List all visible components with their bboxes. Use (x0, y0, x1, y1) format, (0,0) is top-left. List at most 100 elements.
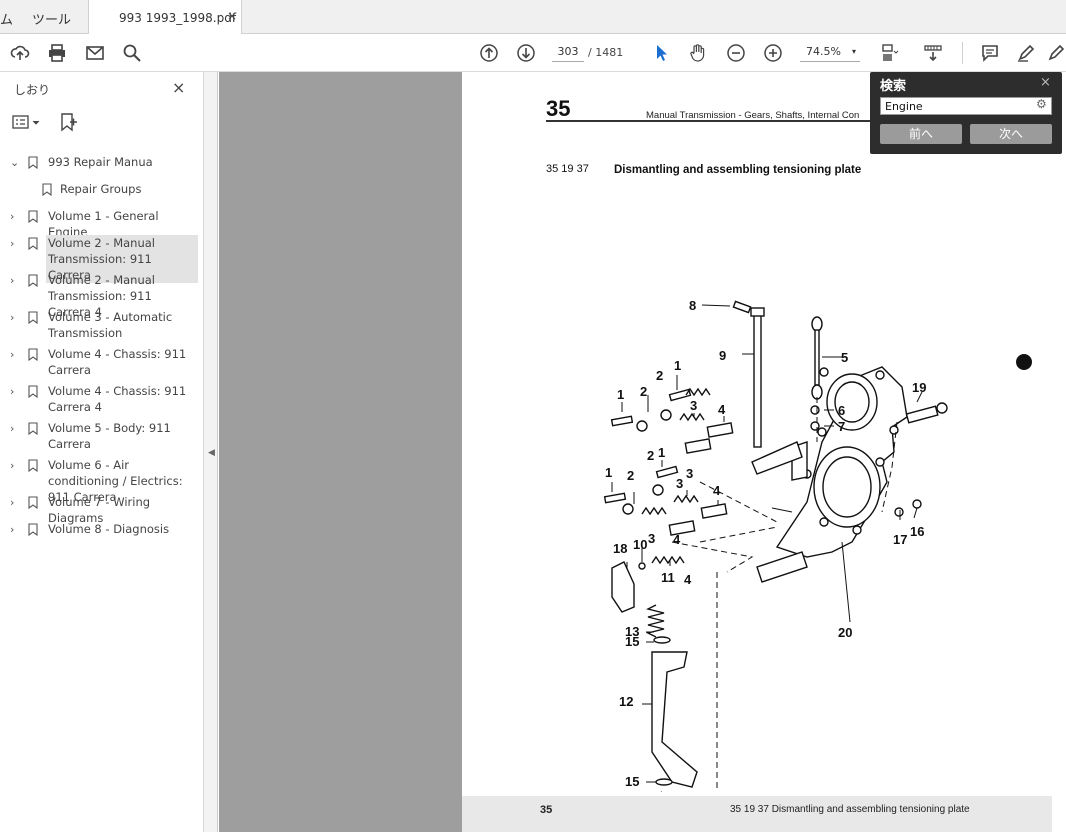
menu-tools[interactable]: ツール (32, 13, 72, 28)
part-callout-label: 1 (674, 358, 681, 373)
bookmark-icon (28, 459, 38, 472)
mail-icon[interactable] (84, 42, 106, 64)
menu-home[interactable]: ム (0, 13, 14, 28)
part-callout-label: 15 (625, 634, 639, 649)
part-callout-label: 2 (656, 368, 663, 383)
toolbar-divider (962, 42, 963, 64)
search-panel-title: 検索 (880, 79, 907, 94)
part-callout-label: 3 (648, 531, 655, 546)
chevron-right-icon[interactable]: › (10, 210, 15, 223)
close-icon[interactable]: × (1040, 75, 1051, 90)
print-icon[interactable] (46, 42, 68, 64)
comment-icon[interactable] (979, 42, 1001, 64)
part-callout-label: 9 (719, 348, 726, 363)
bookmark-icon (28, 422, 38, 435)
bookmark-icon (28, 348, 38, 361)
bookmark-label: Volume 2 - Manual Transmission: 911 Carr… (48, 273, 155, 319)
fit-page-icon[interactable] (878, 42, 900, 64)
footer-section-text: 35 19 37 Dismantling and assembling tens… (730, 804, 970, 815)
part-callout-label: 2 (640, 384, 647, 399)
chevron-right-icon[interactable]: › (10, 311, 15, 324)
tab-bar: ム ツール 993 1993_1998.pdf × (0, 0, 1066, 34)
pdf-page: 35 Manual Transmission - Gears, Shafts, … (462, 72, 1066, 832)
part-callout-label: 1 (658, 445, 665, 460)
chevron-down-icon[interactable]: ⌄ (10, 156, 20, 169)
next-result-button[interactable]: 次へ (970, 124, 1052, 144)
scroll-mode-icon[interactable] (922, 42, 944, 64)
select-cursor-icon[interactable] (650, 42, 672, 64)
bookmark-label: Volume 8 - Diagnosis (48, 522, 170, 536)
highlight-pen-icon[interactable] (1015, 42, 1037, 64)
hand-tool-icon[interactable] (687, 42, 709, 64)
bookmark-label: Volume 3 - Automatic Transmission (48, 310, 173, 340)
part-callout-label: 3 (690, 398, 697, 413)
page-footer: 35 35 19 37 Dismantling and assembling t… (462, 796, 1052, 832)
document-viewport[interactable]: 35 Manual Transmission - Gears, Shafts, … (219, 72, 1066, 832)
chevron-right-icon[interactable]: › (10, 237, 15, 250)
page-header-text: Manual Transmission - Gears, Shafts, Int… (646, 110, 860, 121)
chevron-right-icon[interactable]: › (10, 459, 15, 472)
bookmark-icon (28, 311, 38, 324)
bookmark-icon (28, 496, 38, 509)
bookmark-label: 993 Repair Manua (48, 155, 153, 169)
chevron-right-icon[interactable]: › (10, 385, 15, 398)
zoom-level-select[interactable]: 74.5% ▾ (800, 42, 860, 62)
bookmark-icon (42, 183, 52, 196)
part-callout-label: 20 (838, 625, 852, 640)
toolbar: 303 / 1481 74.5% ▾ (0, 34, 1066, 72)
add-bookmark-icon[interactable] (58, 112, 78, 132)
section-number: 35 19 37 (546, 163, 589, 175)
part-callout-label: 16 (910, 524, 924, 539)
sign-pen-icon[interactable] (1045, 42, 1066, 64)
bookmark-label: Volume 6 - Air conditioning / Electrics:… (48, 458, 183, 504)
document-tab-title: 993 1993_1998.pdf (119, 11, 237, 25)
page-number-input[interactable]: 303 (552, 42, 584, 62)
footer-group-number: 35 (540, 804, 553, 816)
bookmark-label: Volume 2 - Manual Transmission: 911 Carr… (46, 235, 198, 283)
document-tab-close-icon[interactable]: × (227, 9, 238, 23)
part-callout-label: 2 (627, 468, 634, 483)
part-callout-label: 5 (841, 350, 848, 365)
chevron-right-icon[interactable]: › (10, 422, 15, 435)
part-callout-label: 6 (838, 403, 845, 418)
chevron-right-icon[interactable]: › (10, 496, 15, 509)
search-icon[interactable] (121, 42, 143, 64)
close-icon[interactable]: × (172, 78, 186, 97)
part-callout-label: 18 (613, 541, 627, 556)
part-callout-label: 3 (686, 466, 693, 481)
zoom-out-icon[interactable] (725, 42, 747, 64)
chevron-right-icon[interactable]: › (10, 348, 15, 361)
bookmark-options-icon[interactable] (12, 114, 42, 132)
chevron-right-icon[interactable]: › (10, 274, 15, 287)
document-tab[interactable]: 993 1993_1998.pdf × (88, 0, 242, 34)
gear-icon[interactable]: ⚙ (1036, 97, 1047, 111)
panel-splitter[interactable]: ◀ (204, 72, 218, 832)
part-callout-label: 4 (718, 402, 726, 417)
part-callout-label: 1 (617, 387, 624, 402)
chevron-down-icon: ▾ (851, 47, 856, 56)
upload-icon[interactable] (9, 42, 31, 64)
prev-page-icon[interactable] (478, 42, 500, 64)
zoom-in-icon[interactable] (762, 42, 784, 64)
section-title: Dismantling and assembling tensioning pl… (614, 164, 862, 176)
part-callout-label: 4 (673, 532, 681, 547)
next-page-icon[interactable] (515, 42, 537, 64)
zoom-level-value: 74.5% (806, 45, 841, 58)
part-callout-label: 3 (676, 476, 683, 491)
bookmark-icon (28, 210, 38, 223)
part-callout-label: 2 (647, 448, 654, 463)
header-rule (546, 120, 886, 122)
chevron-right-icon[interactable]: › (10, 523, 15, 536)
bookmark-label: Repair Groups (60, 182, 142, 196)
part-callout-label: 12 (619, 694, 633, 709)
search-input[interactable] (880, 97, 1052, 115)
part-callout-label: 17 (893, 532, 907, 547)
part-callout-label: 11 (661, 570, 675, 585)
part-callout-label: 10 (633, 537, 647, 552)
bookmark-icon (28, 274, 38, 287)
part-callout-label: 7 (838, 419, 845, 434)
collapse-arrow-icon[interactable]: ◀ (208, 448, 215, 458)
prev-result-button[interactable]: 前へ (880, 124, 962, 144)
bookmark-label: Volume 4 - Chassis: 911 Carrera (48, 347, 187, 377)
bookmark-icon (28, 523, 38, 536)
